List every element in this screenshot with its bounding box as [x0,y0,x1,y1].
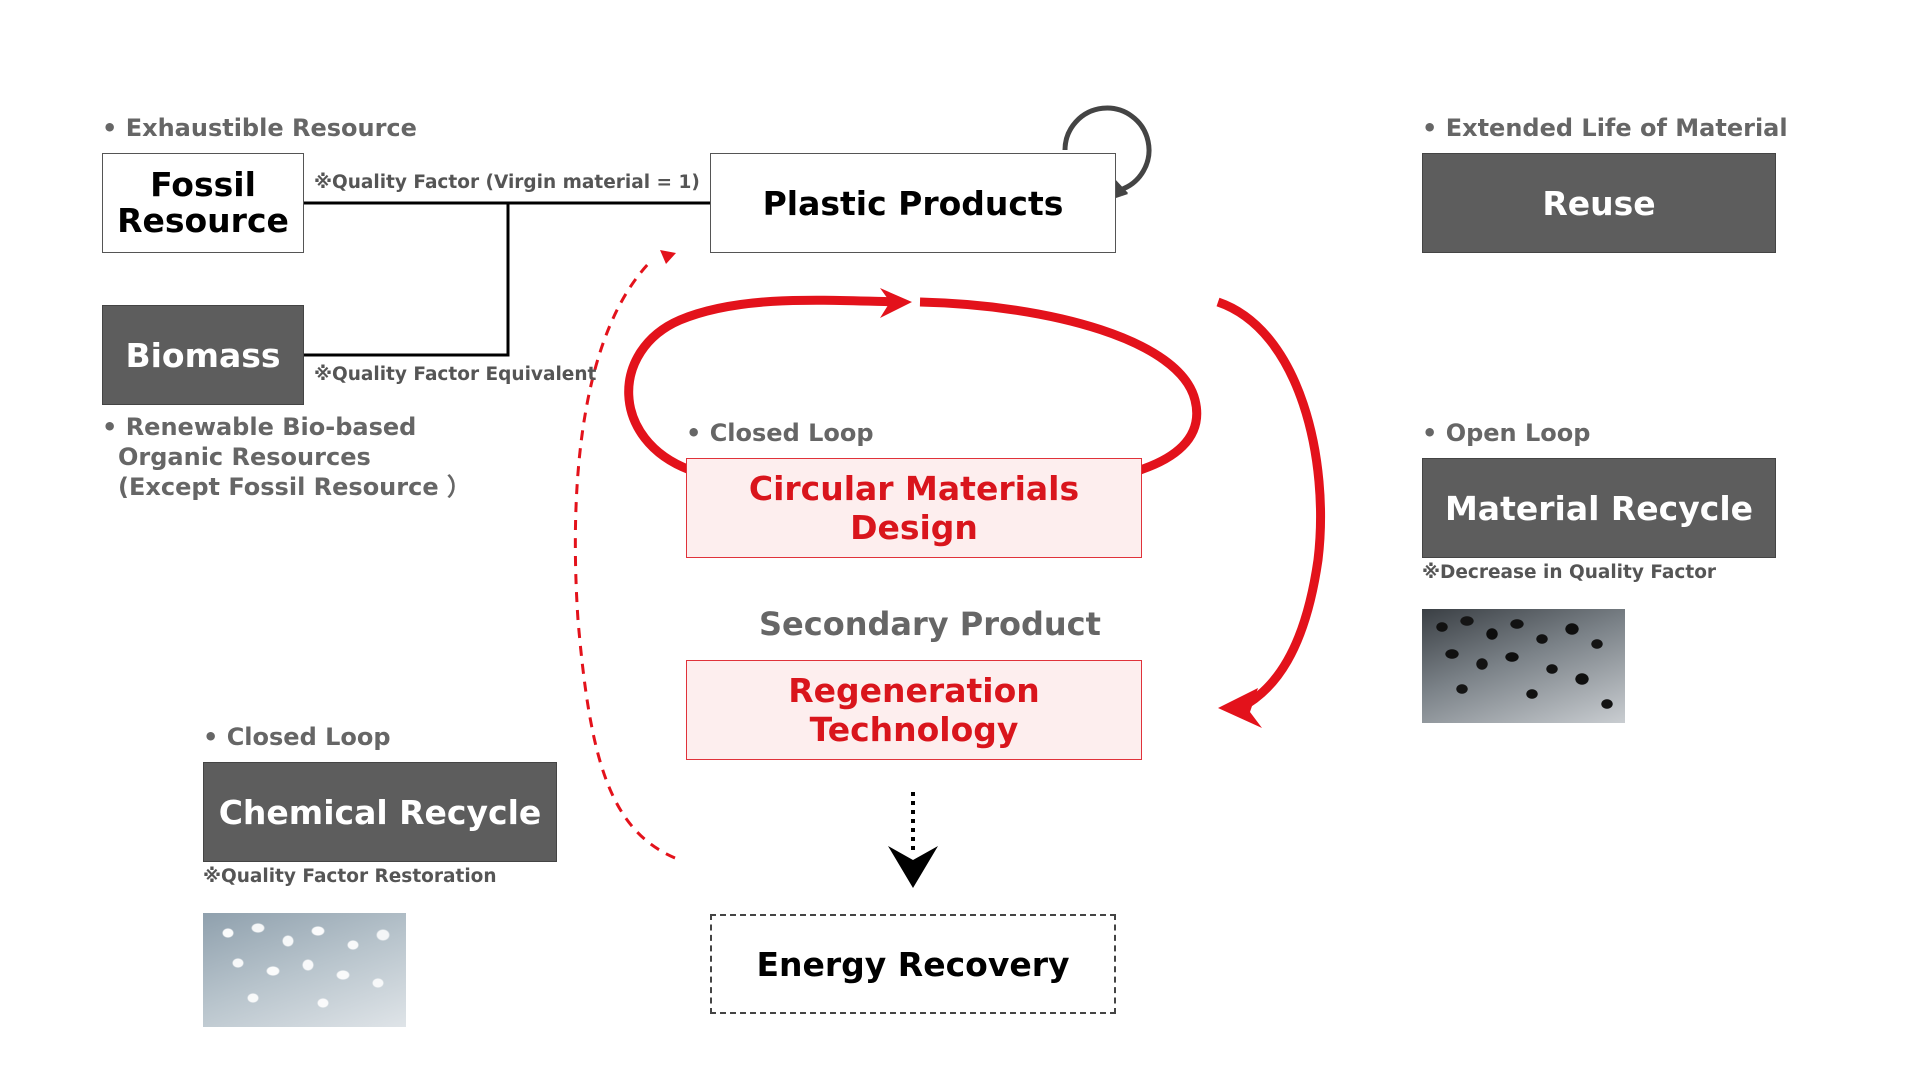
regeneration-technology-box: Regeneration Technology [686,660,1142,760]
fossil-box-line2: Resource [117,201,289,240]
note-quality-equivalent: ※Quality Factor Equivalent [314,364,597,385]
label-secondary-product: Secondary Product [759,605,1101,643]
label-renewable-line1: • Renewable Bio-based [102,413,417,441]
reuse-box: Reuse [1422,153,1776,253]
biomass-box-label: Biomass [125,335,281,375]
circular-materials-design-box: Circular Materials Design [686,458,1142,558]
note-quality-decrease: ※Decrease in Quality Factor [1422,562,1717,583]
note-quality-restoration: ※Quality Factor Restoration [203,866,497,887]
material-recycle-box: Material Recycle [1422,458,1776,558]
label-renewable-line3: (Except Fossil Resource ） [118,473,471,501]
note-quality-virgin: ※Quality Factor (Virgin material = 1) [314,172,700,193]
energy-recovery-box: Energy Recovery [710,914,1116,1014]
fossil-resource-box: Fossil Resource [102,153,304,253]
label-renewable-line2: Organic Resources [118,443,371,471]
chemical-recycle-label: Chemical Recycle [218,792,542,832]
clear-pellets-image [203,913,406,1027]
label-extended-life: • Extended Life of Material [1422,114,1788,142]
fossil-box-line1: Fossil [150,164,256,204]
energy-recovery-arrow [888,792,938,888]
energy-recovery-label: Energy Recovery [756,944,1070,984]
regeneration-technology-label: Regeneration Technology [788,671,1040,749]
label-open-loop: • Open Loop [1422,419,1591,447]
black-pellets-image [1422,609,1625,723]
reuse-label: Reuse [1542,183,1656,223]
label-renewable-resources: • Renewable Bio-based Organic Resources … [102,412,471,502]
biomass-connector [303,203,510,357]
label-exhaustible-resource: • Exhaustible Resource [102,114,417,142]
label-closed-loop-center: • Closed Loop [686,419,874,447]
biomass-box: Biomass [102,305,304,405]
plastic-products-box: Plastic Products [710,153,1116,253]
label-closed-loop-chemical: • Closed Loop [203,723,391,751]
plastic-products-label: Plastic Products [762,183,1064,223]
open-loop-arc [1216,297,1325,728]
circular-materials-design-label: Circular Materials Design [748,469,1080,547]
chemical-recycle-box: Chemical Recycle [203,762,557,862]
chemical-loop-dashed-arc [573,250,676,860]
closed-loop-arrow [624,288,1202,475]
material-recycle-label: Material Recycle [1444,488,1754,528]
